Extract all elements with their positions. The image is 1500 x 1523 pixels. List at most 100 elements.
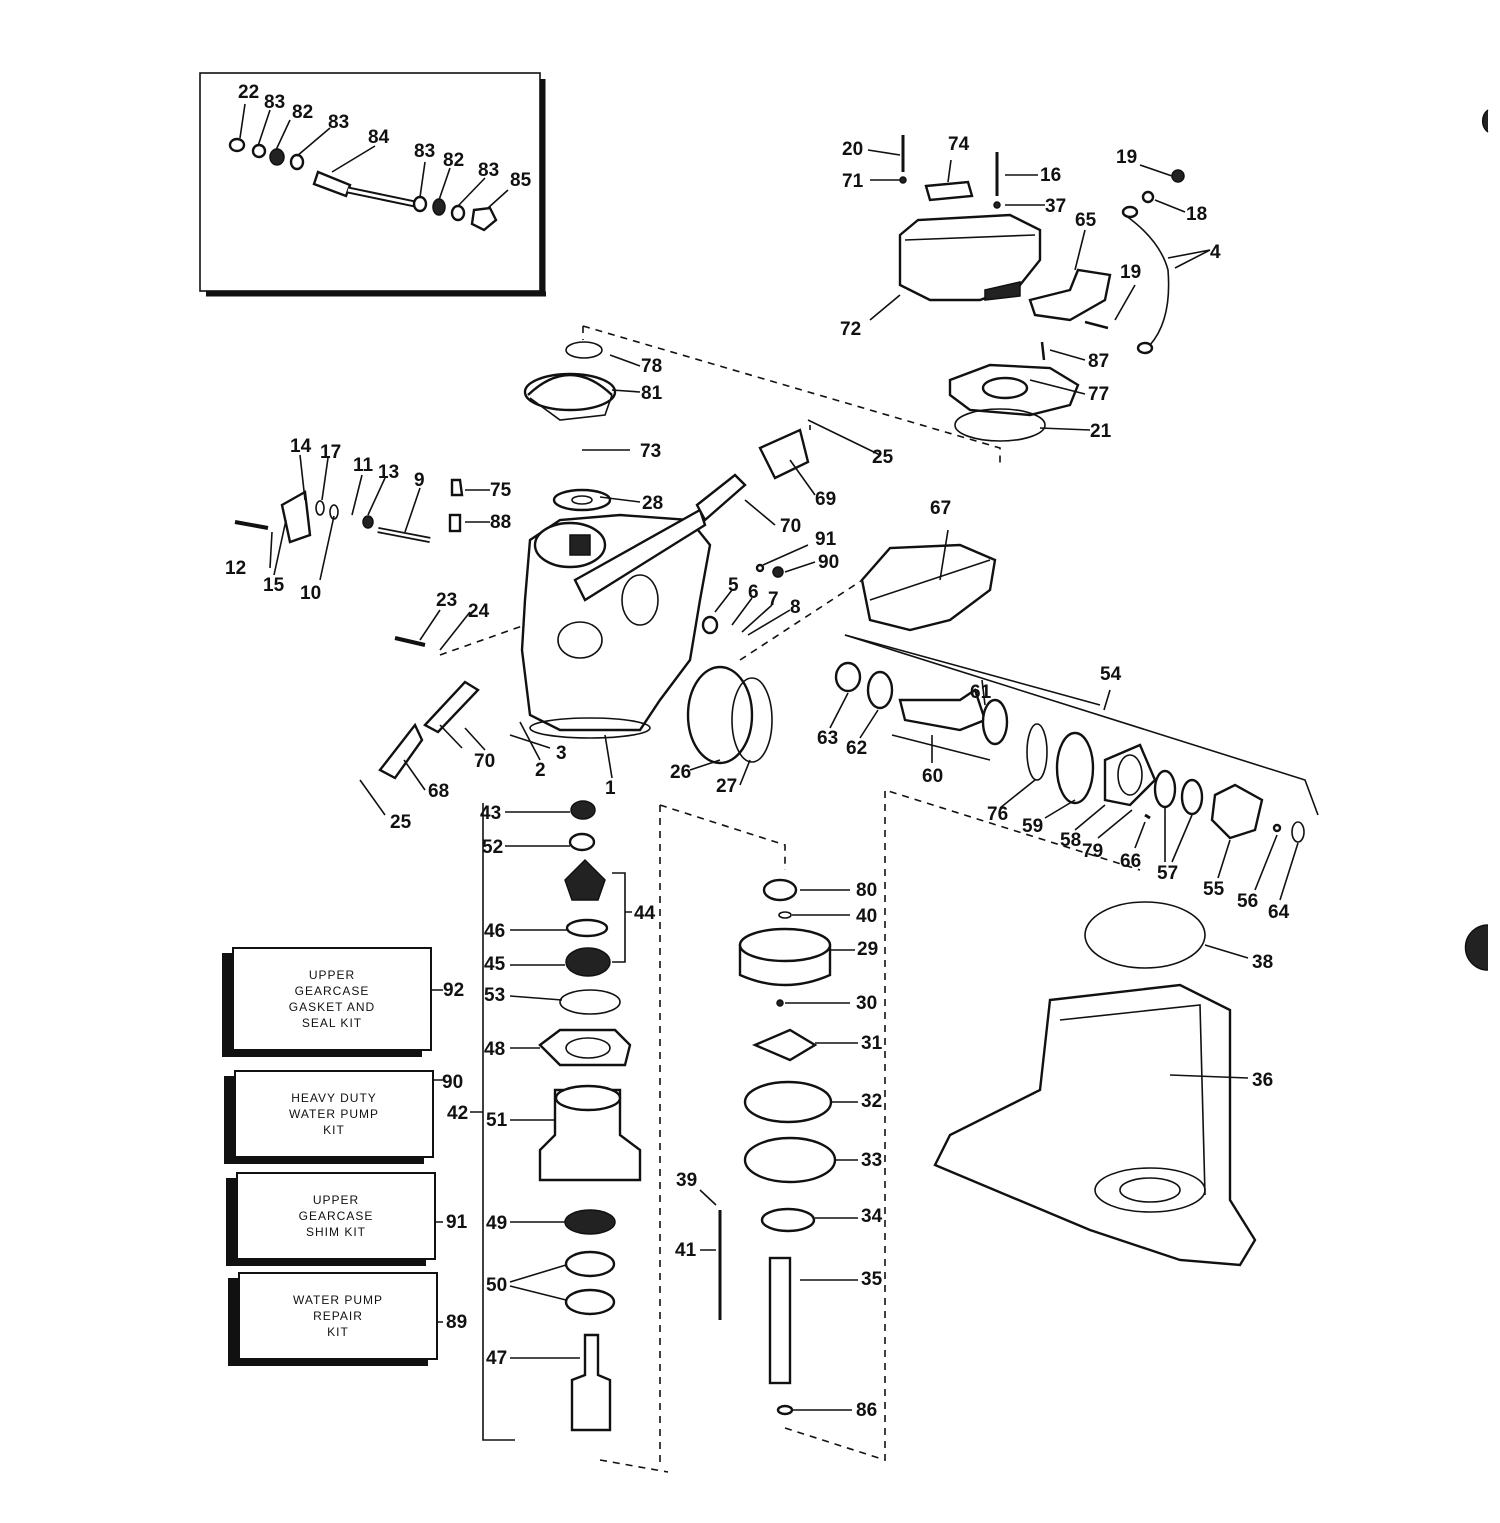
part-label-p20: 20 <box>842 139 863 160</box>
center-stack <box>482 800 642 1441</box>
part-label-p32: 32 <box>861 1091 882 1112</box>
part-label-p66: 66 <box>1120 851 1141 872</box>
part-label-p81: 81 <box>641 383 663 404</box>
part-label-p65: 65 <box>1075 210 1097 231</box>
kit-leaders <box>432 109 1489 1323</box>
part-label-p73: 73 <box>640 441 661 462</box>
kit-water-pump-repair: WATER PUMP REPAIR KIT <box>238 1272 438 1360</box>
part-label-p53: 53 <box>484 985 505 1006</box>
part-label-p10: 10 <box>300 583 321 604</box>
part-label-p21: 21 <box>1090 421 1112 442</box>
part-label-p18: 18 <box>1186 204 1207 225</box>
part-label-p70b: 70 <box>474 751 495 772</box>
part-label-p68: 68 <box>428 781 449 802</box>
part-label-p91b: 91 <box>446 1212 468 1233</box>
part-label-p7: 7 <box>768 589 779 610</box>
part-label-p72: 72 <box>840 319 861 340</box>
part-label-p84: 84 <box>368 127 390 148</box>
part-label-p15: 15 <box>263 575 285 596</box>
part-label-p24: 24 <box>468 601 490 622</box>
part-label-p83c: 83 <box>414 141 435 162</box>
part-label-p33: 33 <box>861 1150 882 1171</box>
part-label-p92: 92 <box>443 980 464 1001</box>
part-label-p51: 51 <box>486 1110 508 1131</box>
part-label-p57: 57 <box>1157 863 1178 884</box>
part-label-p44: 44 <box>634 903 656 924</box>
part-label-p56: 56 <box>1237 891 1258 912</box>
part-label-p9: 9 <box>414 470 425 491</box>
part-label-p25b: 25 <box>390 812 412 833</box>
part-label-p85: 85 <box>510 170 532 191</box>
part-label-p88: 88 <box>490 512 511 533</box>
part-label-p80: 80 <box>856 880 877 901</box>
part-label-p74: 74 <box>948 134 970 155</box>
part-label-p19b: 19 <box>1120 262 1141 283</box>
part-label-p31: 31 <box>861 1033 883 1054</box>
part-label-p61: 61 <box>970 682 992 703</box>
part-label-p82a: 82 <box>292 102 313 123</box>
part-label-p62: 62 <box>846 738 867 759</box>
part-label-p40: 40 <box>856 906 877 927</box>
part-label-p70a: 70 <box>780 516 801 537</box>
part-label-p83b: 83 <box>328 112 349 133</box>
part-label-p63: 63 <box>817 728 838 749</box>
part-label-p48: 48 <box>484 1039 505 1060</box>
part-label-p41: 41 <box>675 1240 697 1261</box>
part-label-p79: 79 <box>1082 841 1103 862</box>
cover-assembly <box>867 135 1211 442</box>
part-label-p64: 64 <box>1268 902 1290 923</box>
part-label-p17: 17 <box>320 442 341 463</box>
part-label-p3: 3 <box>556 743 567 764</box>
part-label-p75: 75 <box>490 480 512 501</box>
drive-shaft-assembly <box>829 634 1319 901</box>
part-label-p42: 42 <box>447 1103 468 1124</box>
part-label-p69: 69 <box>815 489 836 510</box>
part-label-p49: 49 <box>486 1213 507 1234</box>
part-label-p46: 46 <box>484 921 505 942</box>
alignment-guides <box>439 325 1141 1473</box>
part-label-p23: 23 <box>436 590 457 611</box>
part-label-p90a: 90 <box>818 552 839 573</box>
part-label-p82b: 82 <box>443 150 464 171</box>
part-label-p55: 55 <box>1203 879 1225 900</box>
gearcase-housing <box>234 341 997 816</box>
part-label-p77: 77 <box>1088 384 1109 405</box>
part-label-p14: 14 <box>290 436 312 457</box>
part-label-p28: 28 <box>642 493 663 514</box>
part-label-p86: 86 <box>856 1400 877 1421</box>
part-label-p52: 52 <box>482 837 503 858</box>
part-label-p87: 87 <box>1088 351 1109 372</box>
part-label-p5: 5 <box>728 575 739 596</box>
part-label-p83a: 83 <box>264 92 285 113</box>
part-label-p1: 1 <box>605 778 616 799</box>
kit-heavy-duty-water-pump: HEAVY DUTY WATER PUMP KIT <box>234 1070 434 1158</box>
part-label-p54: 54 <box>1100 664 1122 685</box>
part-label-p29: 29 <box>857 939 878 960</box>
part-label-p8: 8 <box>790 597 801 618</box>
inset-detail-box <box>199 72 546 297</box>
part-label-p91a: 91 <box>815 529 837 550</box>
part-label-p35: 35 <box>861 1269 883 1290</box>
part-label-p13: 13 <box>378 462 399 483</box>
part-label-p19a: 19 <box>1116 147 1137 168</box>
part-label-p6: 6 <box>748 582 759 603</box>
part-label-p58: 58 <box>1060 830 1081 851</box>
part-label-p60: 60 <box>922 766 943 787</box>
part-label-p36: 36 <box>1252 1070 1273 1091</box>
part-label-p25a: 25 <box>872 447 894 468</box>
part-label-p43: 43 <box>480 803 501 824</box>
part-label-p16: 16 <box>1040 165 1061 186</box>
exhaust-housing <box>933 901 1257 1267</box>
part-label-p2: 2 <box>535 760 546 781</box>
part-label-p11: 11 <box>353 455 374 476</box>
part-label-p4: 4 <box>1210 242 1221 263</box>
part-label-p34: 34 <box>861 1206 883 1227</box>
water-pump-stack <box>699 878 858 1416</box>
part-label-p26: 26 <box>670 762 691 783</box>
part-label-p76: 76 <box>987 804 1008 825</box>
part-label-p39: 39 <box>676 1170 697 1191</box>
part-label-p78: 78 <box>641 356 662 377</box>
part-label-p45: 45 <box>484 954 506 975</box>
part-label-p47: 47 <box>486 1348 507 1369</box>
